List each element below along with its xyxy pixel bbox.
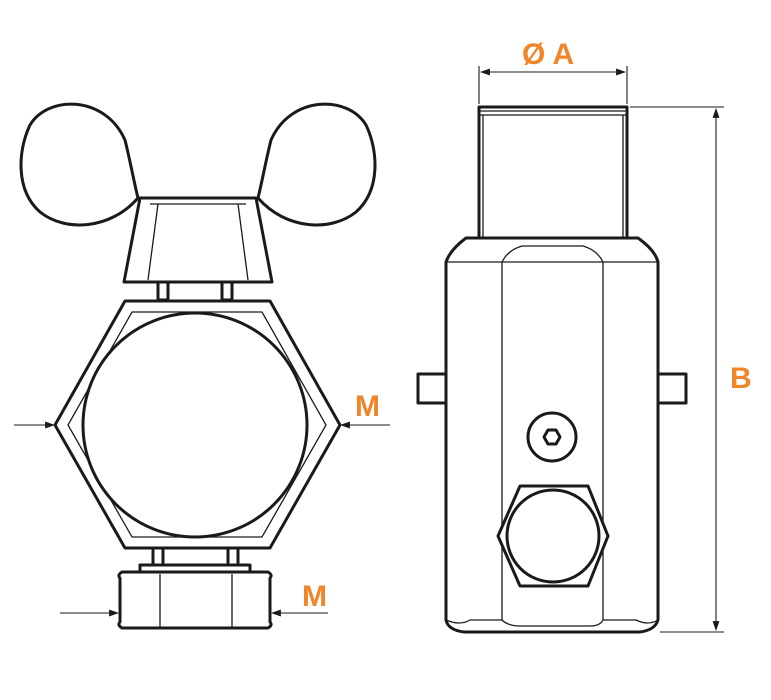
end-view: M M xyxy=(14,102,390,630)
wing-nut-body xyxy=(122,196,274,284)
label-m-hex: M xyxy=(355,390,380,423)
wing-nut-right-wing xyxy=(256,102,377,227)
hex-socket-icon xyxy=(542,428,562,446)
hex-nut xyxy=(117,563,273,630)
side-pins xyxy=(416,372,688,405)
dimension-m-nut: M xyxy=(60,580,328,617)
bore-circle xyxy=(81,311,309,539)
dimension-a: Ø A xyxy=(478,38,628,104)
side-view: Ø A B xyxy=(416,38,752,634)
label-diameter-a: Ø A xyxy=(522,38,574,71)
bottom-pins xyxy=(151,546,240,568)
label-length-b: B xyxy=(730,362,752,395)
wing-nut xyxy=(19,102,377,284)
label-m-nut: M xyxy=(302,580,327,613)
hex-body xyxy=(53,299,342,550)
dimension-b: B xyxy=(630,106,752,633)
wing-nut-left-wing xyxy=(19,102,140,227)
side-plug xyxy=(496,484,610,588)
top-pins xyxy=(156,280,234,302)
spigot xyxy=(477,105,629,240)
dimension-m-hex: M xyxy=(14,390,390,429)
set-screw xyxy=(526,411,578,463)
